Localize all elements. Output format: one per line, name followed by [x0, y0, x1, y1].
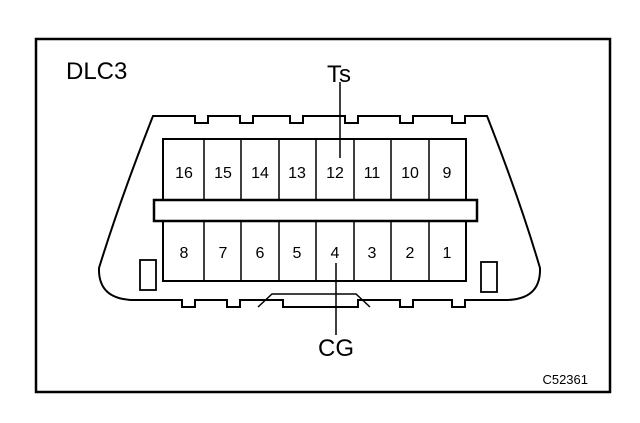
pin-cg-label: 4	[331, 245, 340, 262]
pin-label: 9	[443, 165, 452, 182]
pin-label: 7	[219, 245, 228, 262]
top-pin-block	[162, 138, 467, 201]
pin-label: 10	[401, 165, 419, 182]
diagram-frame	[34, 37, 612, 394]
cg-callout-label: CG	[318, 335, 354, 362]
right-latch-slot	[480, 261, 498, 293]
bottom-pin-block	[162, 220, 467, 282]
pin-label: 8	[180, 245, 189, 262]
pin-label: 2	[406, 245, 415, 262]
connector-key-notch	[257, 293, 371, 308]
pin-label: 1	[443, 245, 452, 262]
ts-callout-label: Ts	[327, 61, 351, 88]
pin-label: 3	[368, 245, 377, 262]
pin-label: 14	[251, 165, 269, 182]
top-row-pins: 16 15 14 13 12 11 10 9	[175, 165, 451, 182]
figure-code: C52361	[542, 372, 588, 387]
pin-label: 13	[288, 165, 306, 182]
connector-housing	[97, 115, 542, 308]
bottom-row-pins: 8 7 6 5 4 3 2 1	[180, 245, 452, 262]
left-latch-slot	[139, 259, 157, 291]
pin-label: 15	[214, 165, 232, 182]
pin-ts-label: 12	[326, 165, 344, 182]
pin-label: 11	[364, 165, 381, 182]
bottom-row-dividers	[203, 221, 430, 281]
center-separator-bar	[152, 198, 479, 223]
pin-label: 5	[293, 245, 302, 262]
top-row-dividers	[203, 139, 430, 200]
pin-label: 16	[175, 165, 193, 182]
connector-title: DLC3	[66, 58, 127, 85]
pin-label: 6	[256, 245, 265, 262]
